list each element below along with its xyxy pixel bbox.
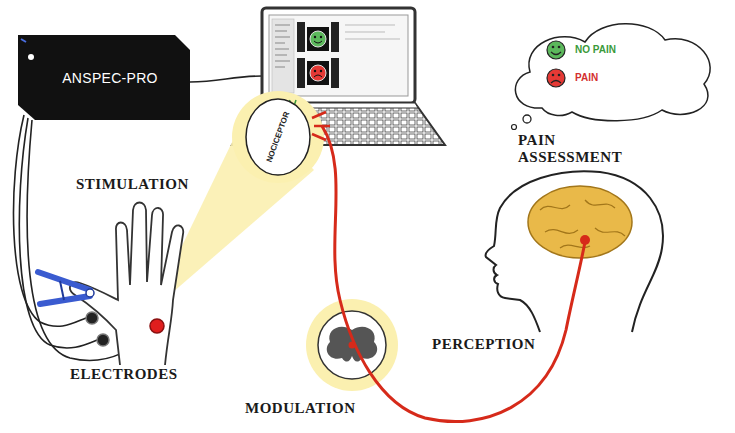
electrodes <box>86 312 164 346</box>
assessment-cloud-outline-part <box>558 46 561 49</box>
laptop-part <box>310 65 326 81</box>
electrodes-part <box>86 312 98 324</box>
nerve-path-part <box>580 235 590 245</box>
laptop-part <box>345 25 400 39</box>
assessment-cloud-outline-part <box>552 74 555 77</box>
assessment-cloud-outline-part <box>551 52 561 55</box>
clamp <box>38 272 94 304</box>
laptop-part <box>314 41 322 43</box>
laptop-part <box>314 70 316 72</box>
clamp-part <box>86 289 94 297</box>
stage-label: ELECTRODES <box>70 366 178 383</box>
assessment-cloud-outline-part <box>551 81 561 84</box>
laptop-part <box>331 22 339 52</box>
assessment-cloud-outline-part <box>547 69 565 87</box>
spinal-cord-part <box>306 299 398 391</box>
device-box-outline-part <box>18 35 190 120</box>
assessment-cloud-outline-part <box>512 125 517 130</box>
laptop-part <box>314 75 322 77</box>
laptop-part <box>307 61 329 85</box>
laptop-part <box>320 36 322 38</box>
device-cables-part <box>190 76 262 82</box>
spinal-cord <box>306 299 398 391</box>
head <box>486 171 663 332</box>
assessment-cloud-outline-part <box>558 74 561 77</box>
nerve-path-part <box>349 342 356 349</box>
device-name: ANSPEC-PRO <box>62 70 158 86</box>
device-box: ANSPEC-PRO <box>18 35 190 120</box>
clamp-part <box>40 296 90 304</box>
laptop-part <box>310 31 326 47</box>
laptop-part <box>269 15 408 96</box>
stage-label: PERCEPTION <box>432 336 535 353</box>
laptop-part <box>320 70 322 72</box>
laptop-part <box>275 25 290 67</box>
head-part <box>486 171 663 332</box>
nerve-path-part <box>322 126 585 422</box>
clamp-part <box>60 281 64 300</box>
laptop-part <box>297 58 305 88</box>
spinal-cord-part <box>327 327 377 362</box>
clamp-part <box>38 272 90 290</box>
laptop-part <box>307 27 329 51</box>
laptop-part <box>331 58 339 88</box>
hand-part <box>70 203 183 366</box>
hand <box>70 203 183 366</box>
device-box-outline-part <box>21 39 26 42</box>
status-text: NO PAIN <box>575 44 616 55</box>
head-part <box>528 186 632 258</box>
assessment-cloud: NO PAIN PAIN PAIN ASSESSMENT <box>505 20 720 180</box>
nerve-path-part <box>312 112 330 140</box>
assessment-cloud-outline-part <box>547 41 565 59</box>
nociceptor-circle-outline-part <box>246 99 310 175</box>
cloud-heading: PAIN ASSESSMENT <box>518 132 643 167</box>
laptop-part <box>314 36 316 38</box>
assessment-cloud-outline-part <box>515 24 710 121</box>
nociceptor-zoom-part <box>232 91 324 183</box>
electrodes-part <box>150 319 164 333</box>
assessment-cloud-outline-part <box>523 115 531 123</box>
nociceptor-circle: NOCICEPTOR <box>245 98 311 176</box>
stage-label: STIMULATION <box>76 176 189 193</box>
stage-label: MODULATION <box>245 400 356 417</box>
spinal-cord-part <box>318 311 386 379</box>
electrodes-part <box>97 334 109 346</box>
nerve-path <box>282 100 590 422</box>
laptop-part <box>297 22 305 52</box>
assessment-cloud-outline-part <box>552 46 555 49</box>
head-part <box>540 200 625 248</box>
device-box-outline-part <box>28 54 34 60</box>
laptop-part <box>272 19 294 93</box>
device-cables-part <box>19 118 97 348</box>
status-text: PAIN <box>575 72 598 83</box>
laptop-part <box>262 8 415 103</box>
